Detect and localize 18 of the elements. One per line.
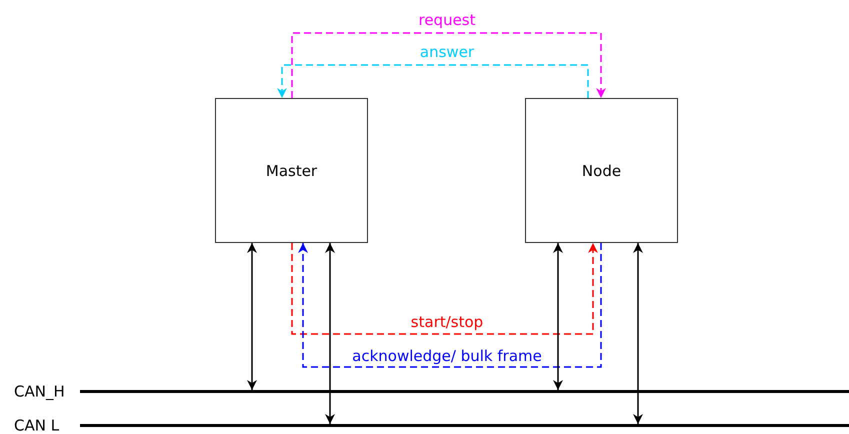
connector-arrow <box>291 32 606 98</box>
edge-label: start/stop <box>408 313 486 331</box>
connector-arrow <box>298 243 602 368</box>
bus-line <box>80 424 849 427</box>
connector-arrow <box>633 243 643 424</box>
device-box <box>215 98 368 243</box>
bus-line <box>80 390 849 393</box>
connector-arrow <box>553 243 563 390</box>
connector-arrow <box>277 64 589 98</box>
bus-label: CAN L <box>14 418 60 433</box>
node-label: Master <box>266 162 318 180</box>
edge-label: acknowledge/ bulk frame <box>350 347 544 365</box>
connector-arrow <box>291 243 598 335</box>
device-box <box>525 98 678 243</box>
connector-arrow <box>325 243 335 424</box>
connector-arrow <box>247 243 257 390</box>
node-label: Node <box>582 162 622 180</box>
bus-label: CAN_H <box>14 384 65 399</box>
